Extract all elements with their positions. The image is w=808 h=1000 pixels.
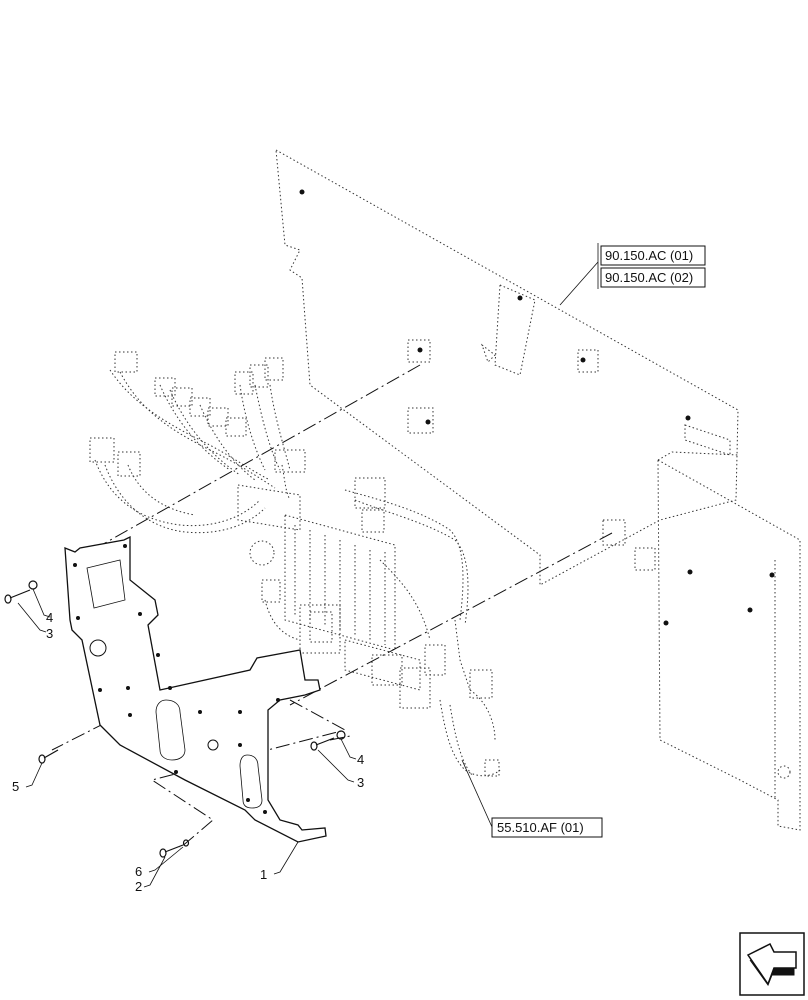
callout-5: 5	[12, 779, 19, 794]
side-enclosure-outline	[657, 451, 801, 831]
callout-3-upper-left: 3	[46, 626, 53, 641]
reference-label-90-150-ac-02: 90.150.AC (02)	[605, 270, 693, 285]
rear-panel-outline	[275, 149, 739, 586]
bolt-lower-left	[38, 749, 59, 764]
wiring-harness	[94, 369, 501, 777]
bolt-middle	[310, 730, 346, 751]
callout-4-upper-left: 4	[46, 610, 53, 625]
bolt-upper-left	[4, 580, 38, 604]
reference-label-90-150-ac-01: 90.150.AC (01)	[605, 248, 693, 263]
previous-page-arrow-icon[interactable]	[739, 932, 805, 996]
harness-connectors	[89, 351, 500, 777]
callout-6: 6	[135, 864, 142, 879]
callout-2: 2	[135, 879, 142, 894]
bolt-bottom	[159, 839, 190, 858]
callout-1: 1	[260, 867, 267, 882]
reference-box-90-150-ac-02[interactable]	[600, 267, 706, 288]
reference-group-90-150: 90.150.AC (01) 90.150.AC (02)	[597, 243, 706, 289]
callout-3-middle: 3	[357, 775, 364, 790]
callout-labels: 4 3 5 4 3 6 2 1	[12, 610, 364, 894]
reference-box-55-510-af-01[interactable]	[491, 817, 603, 838]
fuse-relay-box	[237, 484, 421, 691]
reference-box-90-150-ac-01[interactable]	[600, 245, 706, 266]
callout-4-middle: 4	[357, 752, 364, 767]
mounting-bracket	[64, 535, 327, 843]
reference-group-55-510: 55.510.AF (01)	[491, 817, 603, 838]
leader-lines	[17, 261, 599, 888]
reference-label-55-510-af-01: 55.510.AF (01)	[497, 820, 584, 835]
